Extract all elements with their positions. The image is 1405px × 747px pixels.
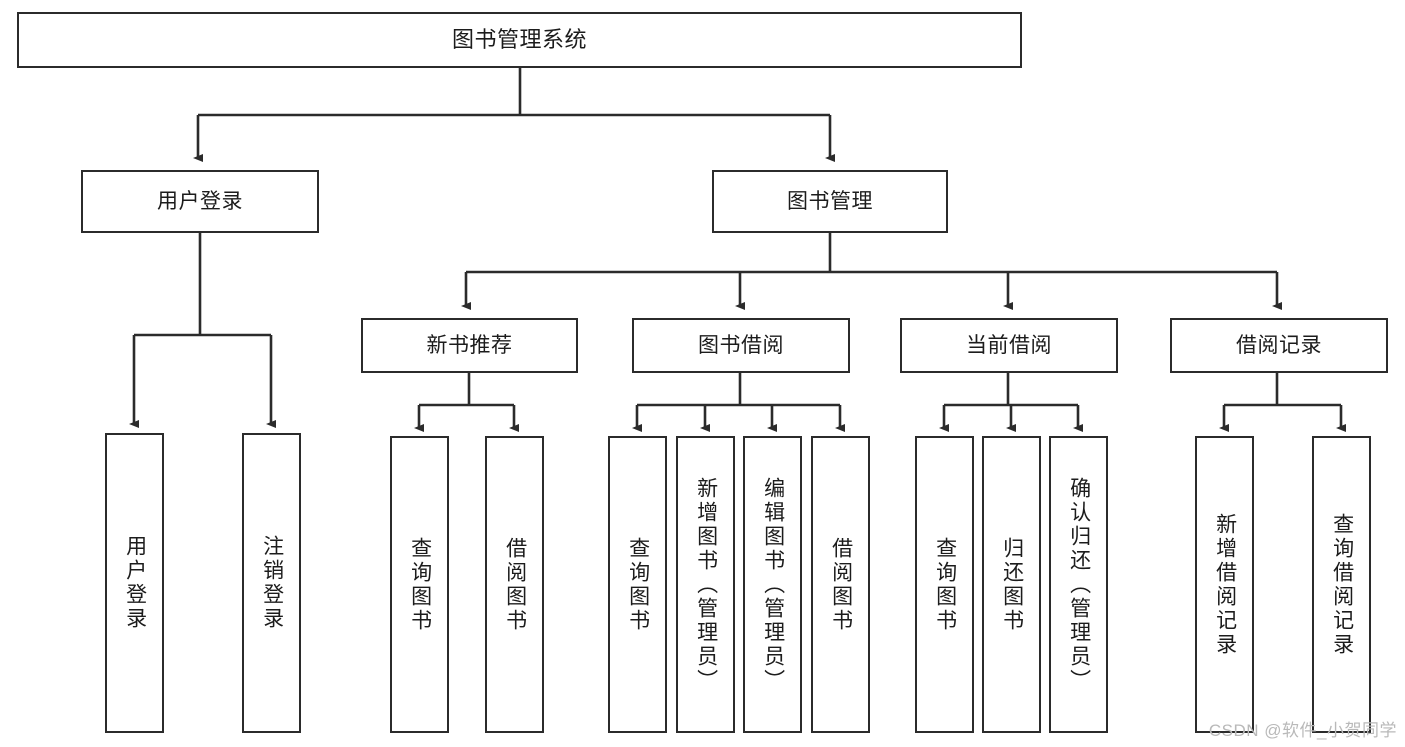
leaf-label: 新增图书（管理员） [694,476,718,693]
leaf-record-query-borrow-record[interactable]: 查询借阅记录 [1312,436,1371,733]
leaf-label: 查询借阅记录 [1330,512,1354,657]
leaf-borrow-add-book-admin[interactable]: 新增图书（管理员） [676,436,735,733]
node-user-login[interactable]: 用户登录 [81,170,319,233]
leaf-borrow-query-book[interactable]: 查询图书 [608,436,667,733]
leaf-borrow-borrow-book[interactable]: 借阅图书 [811,436,870,733]
leaf-label: 编辑图书（管理员） [761,476,785,693]
node-book-borrow[interactable]: 图书借阅 [632,318,850,373]
leaf-user-login[interactable]: 用户登录 [105,433,164,733]
leaf-label: 注销登录 [260,535,284,631]
leaf-borrow-edit-book-admin[interactable]: 编辑图书（管理员） [743,436,802,733]
leaf-current-confirm-return-admin[interactable]: 确认归还（管理员） [1049,436,1108,733]
leaf-label: 查询图书 [626,536,650,633]
leaf-label: 借阅图书 [503,536,527,633]
leaf-current-query-book[interactable]: 查询图书 [915,436,974,733]
leaf-record-add-borrow-record[interactable]: 新增借阅记录 [1195,436,1254,733]
node-borrow-record[interactable]: 借阅记录 [1170,318,1388,373]
leaf-newbook-query-book[interactable]: 查询图书 [390,436,449,733]
csdn-watermark: CSDN @软件_小贺同学 [1208,721,1397,740]
leaf-label: 用户登录 [123,535,147,631]
node-root-system[interactable]: 图书管理系统 [17,12,1022,68]
leaf-label: 归还图书 [1000,536,1024,633]
node-book-management[interactable]: 图书管理 [712,170,948,233]
leaf-user-logout[interactable]: 注销登录 [242,433,301,733]
leaf-label: 查询图书 [933,536,957,633]
leaf-label: 新增借阅记录 [1213,512,1237,657]
node-current-borrow[interactable]: 当前借阅 [900,318,1118,373]
node-new-book-recommend[interactable]: 新书推荐 [361,318,578,373]
leaf-newbook-borrow-book[interactable]: 借阅图书 [485,436,544,733]
leaf-current-return-book[interactable]: 归还图书 [982,436,1041,733]
leaf-label: 查询图书 [408,536,432,633]
leaf-label: 确认归还（管理员） [1067,476,1091,693]
leaf-label: 借阅图书 [829,536,853,633]
